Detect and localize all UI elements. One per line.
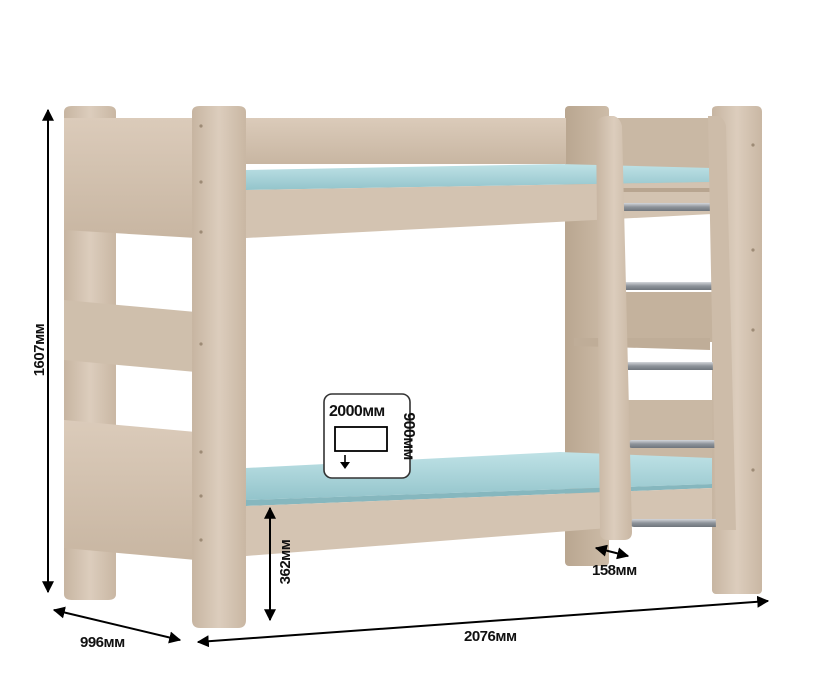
badge-length-label: 2000мм bbox=[329, 403, 385, 420]
upper-side-rail bbox=[246, 182, 712, 238]
mattress-size-badge: 2000мм 900мм bbox=[323, 393, 417, 479]
ladder-rung-4 bbox=[628, 440, 730, 448]
ladder-offset-label: 158мм bbox=[592, 562, 637, 579]
lower-bunk bbox=[246, 452, 712, 556]
lower-side-rail bbox=[246, 488, 712, 556]
bed-height-label: 362мм bbox=[277, 539, 294, 584]
ladder-rung-3 bbox=[624, 362, 728, 370]
length-label: 2076мм bbox=[464, 628, 517, 645]
dimension-lines bbox=[42, 108, 770, 648]
ladder-offset-dimension-line bbox=[594, 544, 630, 560]
left-end-middle-panel bbox=[64, 300, 196, 372]
height-label: 1607мм bbox=[31, 323, 48, 376]
bed-frame-left-end bbox=[64, 106, 246, 628]
upper-bunk bbox=[246, 118, 712, 238]
front-left-post bbox=[192, 106, 246, 628]
ladder-rung-5 bbox=[630, 519, 730, 527]
ladder-right-rail bbox=[708, 116, 736, 540]
length-dimension-line bbox=[196, 595, 770, 648]
arrow-down-icon bbox=[340, 462, 350, 469]
ladder-rung-2 bbox=[620, 282, 724, 290]
left-end-bottom-panel bbox=[64, 420, 196, 560]
ladder bbox=[574, 116, 762, 594]
ladder-rung-1 bbox=[616, 203, 718, 211]
ladder-left-rail bbox=[596, 116, 632, 540]
upper-mattress bbox=[246, 164, 712, 190]
mattress-rect-icon bbox=[334, 426, 388, 452]
badge-width-label: 900мм bbox=[400, 412, 417, 459]
upper-back-rail bbox=[246, 118, 566, 164]
depth-dimension-line bbox=[52, 606, 182, 644]
left-end-top-panel bbox=[64, 118, 196, 238]
depth-label: 996мм bbox=[80, 634, 125, 651]
